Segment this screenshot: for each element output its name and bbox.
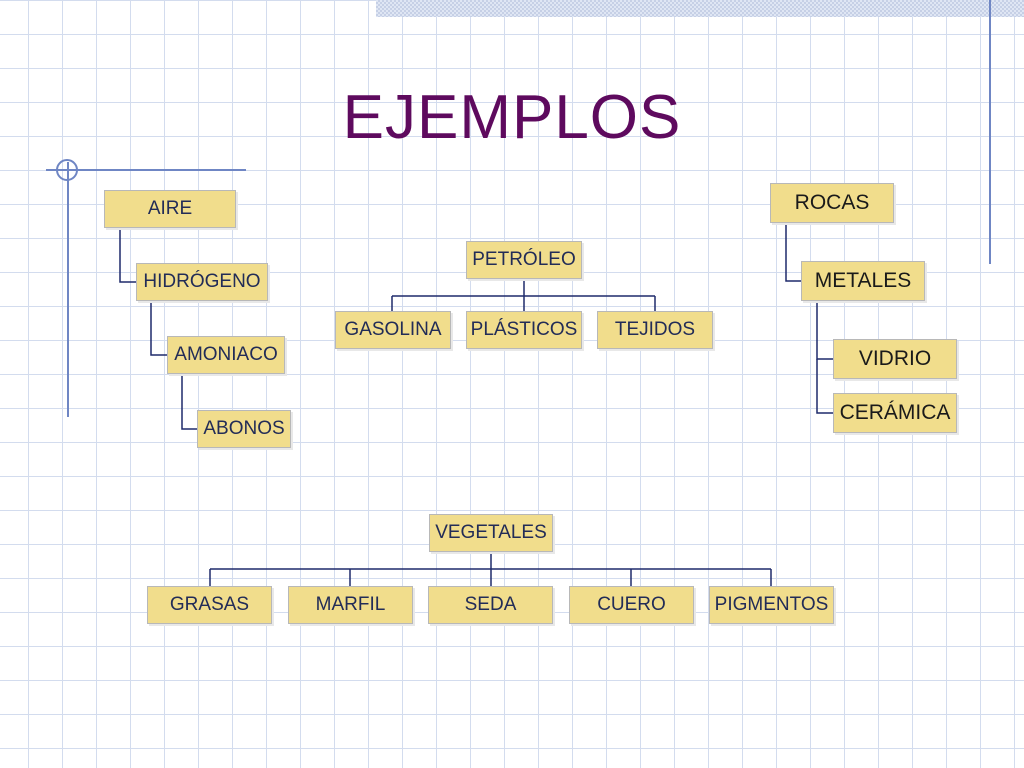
node-metales: METALES xyxy=(801,261,925,301)
node-gasolina: GASOLINA xyxy=(335,311,451,349)
node-plasticos: PLÁSTICOS xyxy=(466,311,582,349)
node-amoniaco: AMONIACO xyxy=(167,336,285,374)
node-hidrogeno: HIDRÓGENO xyxy=(136,263,268,301)
connector-aire-hidrogeno xyxy=(119,229,137,283)
node-vidrio: VIDRIO xyxy=(833,339,957,379)
node-marfil: MARFIL xyxy=(288,586,413,624)
node-petroleo: PETRÓLEO xyxy=(466,241,582,279)
node-rocas: ROCAS xyxy=(770,183,894,223)
connector-amoniaco-abonos xyxy=(181,375,198,430)
left-vertical-rule xyxy=(67,162,69,417)
connector-metales-ceramica xyxy=(816,359,834,414)
node-seda: SEDA xyxy=(428,586,553,624)
node-vegetales: VEGETALES xyxy=(429,514,553,552)
node-grasas: GRASAS xyxy=(147,586,272,624)
node-ceramica: CERÁMICA xyxy=(833,393,957,433)
node-aire: AIRE xyxy=(104,190,236,228)
connector-hidrogeno-amoniaco xyxy=(150,302,168,356)
slide-title: EJEMPLOS xyxy=(342,83,682,152)
left-horizontal-rule xyxy=(46,169,246,171)
node-abonos: ABONOS xyxy=(197,410,291,448)
node-tejidos: TEJIDOS xyxy=(597,311,713,349)
connector-metales-vidrio xyxy=(816,302,834,360)
right-vertical-rule xyxy=(989,0,991,264)
node-cuero: CUERO xyxy=(569,586,694,624)
top-pattern-band xyxy=(376,0,1024,17)
node-pigmentos: PIGMENTOS xyxy=(709,586,834,624)
connector-rocas-metales xyxy=(785,223,802,282)
